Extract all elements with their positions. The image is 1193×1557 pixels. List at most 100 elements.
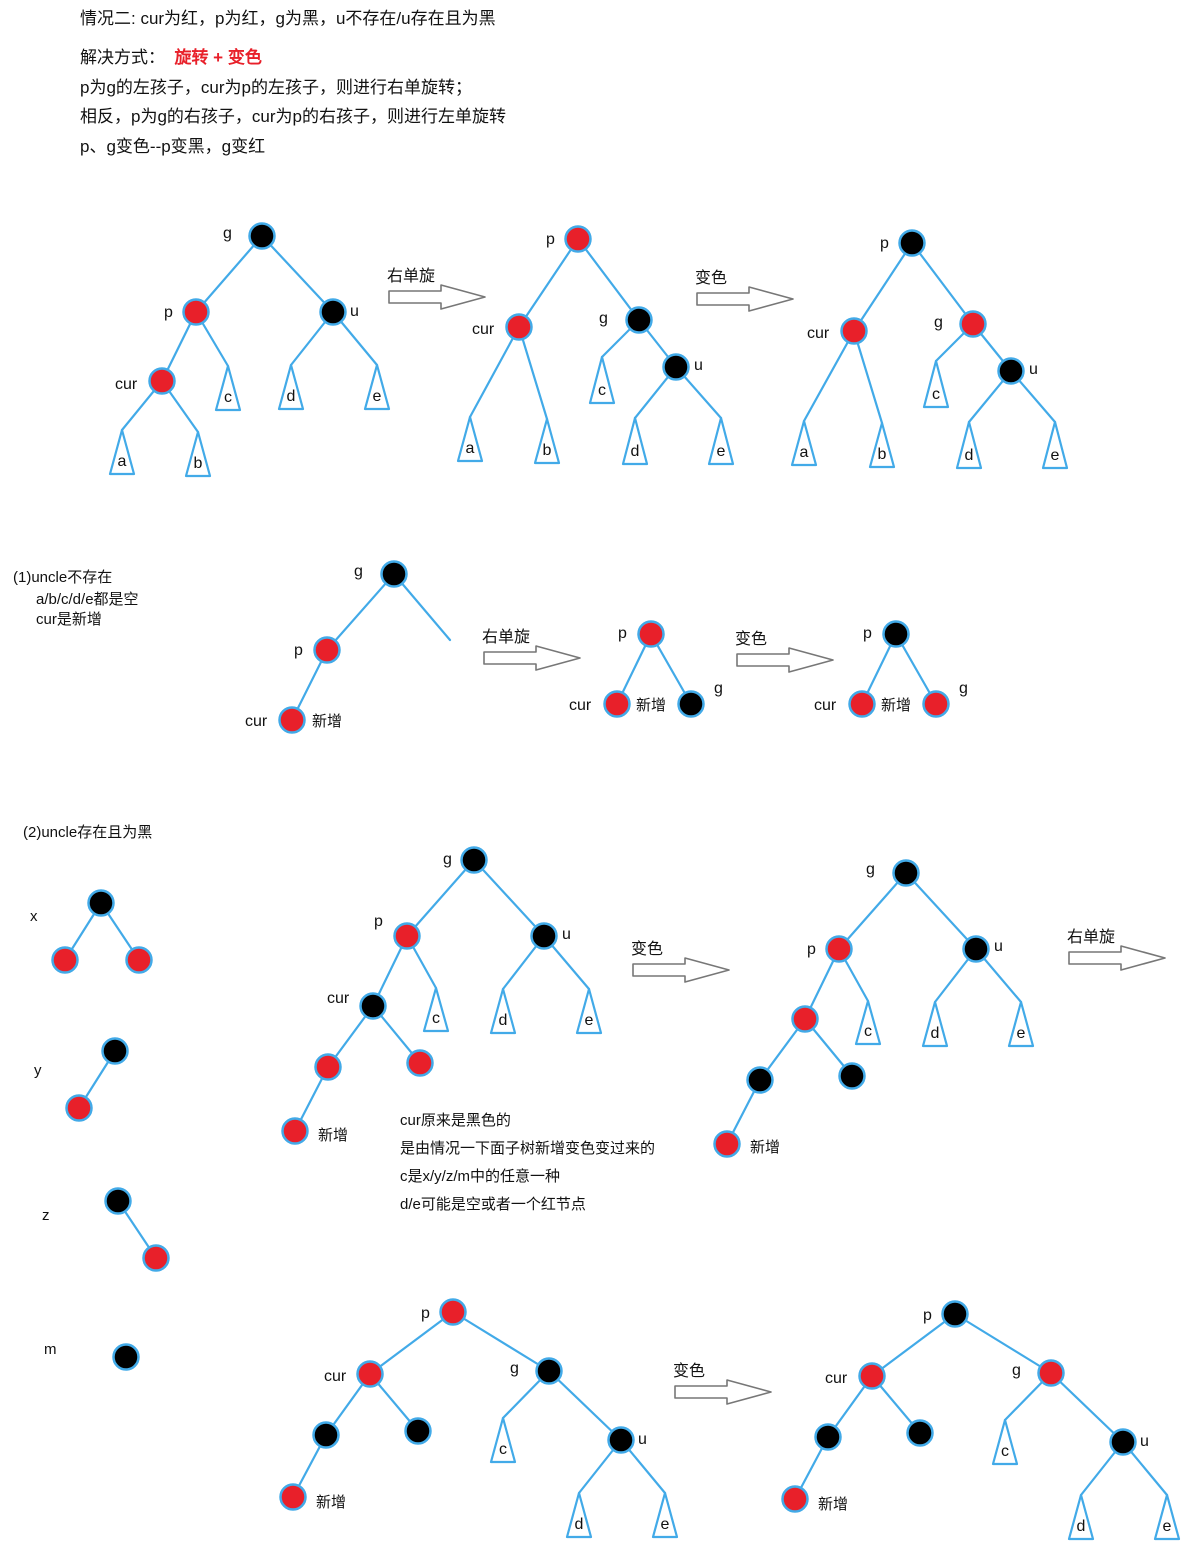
red-node <box>182 298 210 326</box>
tree-edge <box>852 329 884 425</box>
black-node <box>380 560 408 588</box>
tree-edge <box>260 234 335 314</box>
example-label: z <box>42 1207 50 1224</box>
node-label: g <box>934 314 943 331</box>
tree-edge <box>852 241 914 333</box>
subtree-triangle <box>422 986 450 1033</box>
transform-arrow <box>388 284 486 310</box>
black-node <box>404 1417 432 1445</box>
node-label: p <box>618 625 627 642</box>
subtree-triangle <box>1153 1493 1181 1541</box>
tree-edge <box>576 237 641 322</box>
black-node <box>607 1426 635 1454</box>
solution-line: 解决方式： 旋转 + 变色 <box>80 43 262 68</box>
red-node <box>125 946 153 974</box>
subtree-label: c <box>432 1010 440 1027</box>
subtree-triangle <box>277 363 305 411</box>
subtree-label: e <box>1163 1518 1172 1535</box>
subtree-triangle <box>184 430 212 478</box>
red-node <box>858 1362 886 1390</box>
new-node-label: 新增 <box>312 713 342 730</box>
transform-arrow <box>696 286 794 312</box>
red-node <box>51 946 79 974</box>
node-label: u <box>1140 1433 1149 1450</box>
node-label: cur <box>324 1368 347 1385</box>
subtree-label: e <box>1017 1025 1026 1042</box>
red-node <box>65 1094 93 1122</box>
new-node-label: 新增 <box>881 697 911 714</box>
arrow-label: 变色 <box>695 269 727 287</box>
subtree-label: c <box>598 382 606 399</box>
subtree-triangle <box>955 420 983 470</box>
node-label: g <box>599 310 608 327</box>
arrow-label: 右单旋 <box>1067 928 1115 946</box>
red-node <box>564 225 592 253</box>
black-node <box>112 1343 140 1371</box>
tree-edge <box>517 237 580 329</box>
tree-edge <box>953 1312 1053 1375</box>
red-node <box>313 636 341 664</box>
red-node <box>142 1244 170 1272</box>
subtree-triangle <box>991 1418 1019 1466</box>
node-label: p <box>546 231 555 248</box>
new-node-label: 新增 <box>318 1127 348 1144</box>
subtree-label: b <box>543 442 552 459</box>
node-label: cur <box>814 697 837 714</box>
node-label: g <box>714 680 723 697</box>
black-node <box>662 353 690 381</box>
rule-line-3: p、g变色--p变黑，g变红 <box>80 137 266 156</box>
node-label: g <box>959 680 968 697</box>
red-node <box>637 620 665 648</box>
tree-edge <box>325 572 396 652</box>
subtree-label: d <box>965 447 974 464</box>
arrow-label: 变色 <box>735 630 767 648</box>
subtree-triangle <box>921 1000 949 1048</box>
black-node <box>104 1187 132 1215</box>
tree-edge <box>368 1310 455 1376</box>
black-node <box>625 306 653 334</box>
case2-note-1: cur原来是黑色的 <box>400 1112 511 1129</box>
node-label: p <box>294 642 303 659</box>
node-label: cur <box>115 376 138 393</box>
tree-edge <box>904 871 978 951</box>
node-label: u <box>694 357 703 374</box>
node-label: cur <box>807 325 830 342</box>
black-node <box>838 1062 866 1090</box>
black-node <box>941 1300 969 1328</box>
red-node <box>439 1298 467 1326</box>
node-label: g <box>866 861 875 878</box>
subtree-triangle <box>108 428 136 476</box>
subtree-triangle <box>489 1416 517 1464</box>
red-node <box>505 313 533 341</box>
new-node-label: 新增 <box>750 1139 780 1156</box>
tree-edge <box>468 325 521 419</box>
subtree-triangle <box>621 416 649 466</box>
subtree-triangle <box>868 421 896 469</box>
subtree-triangle <box>588 355 616 405</box>
case2-note-4: d/e可能是空或者一个红节点 <box>400 1196 586 1213</box>
red-node <box>406 1049 434 1077</box>
black-node <box>319 298 347 326</box>
subtree-triangle <box>1007 1000 1035 1048</box>
red-node <box>356 1360 384 1388</box>
case1-title: (1)uncle不存在 <box>13 569 113 586</box>
subtree-label: a <box>800 444 809 461</box>
black-node <box>906 1419 934 1447</box>
subtree-triangle <box>790 419 818 467</box>
tree-edge <box>1049 1371 1125 1444</box>
tree-nodes <box>51 222 1181 1541</box>
black-node <box>677 690 705 718</box>
case2-note-3: c是x/y/z/m中的任意一种 <box>400 1168 560 1185</box>
subtree-triangle <box>1067 1493 1095 1541</box>
new-node-label: 新增 <box>818 1496 848 1513</box>
node-label: u <box>562 926 571 943</box>
node-label: g <box>510 1360 519 1377</box>
subtree-triangle <box>854 999 882 1046</box>
tree-edge <box>194 234 264 314</box>
subtree-label: d <box>499 1012 508 1029</box>
example-label: m <box>44 1341 57 1358</box>
subtree-triangle <box>565 1491 593 1539</box>
arrow-label: 右单旋 <box>482 628 530 646</box>
subtree-label: a <box>118 453 127 470</box>
